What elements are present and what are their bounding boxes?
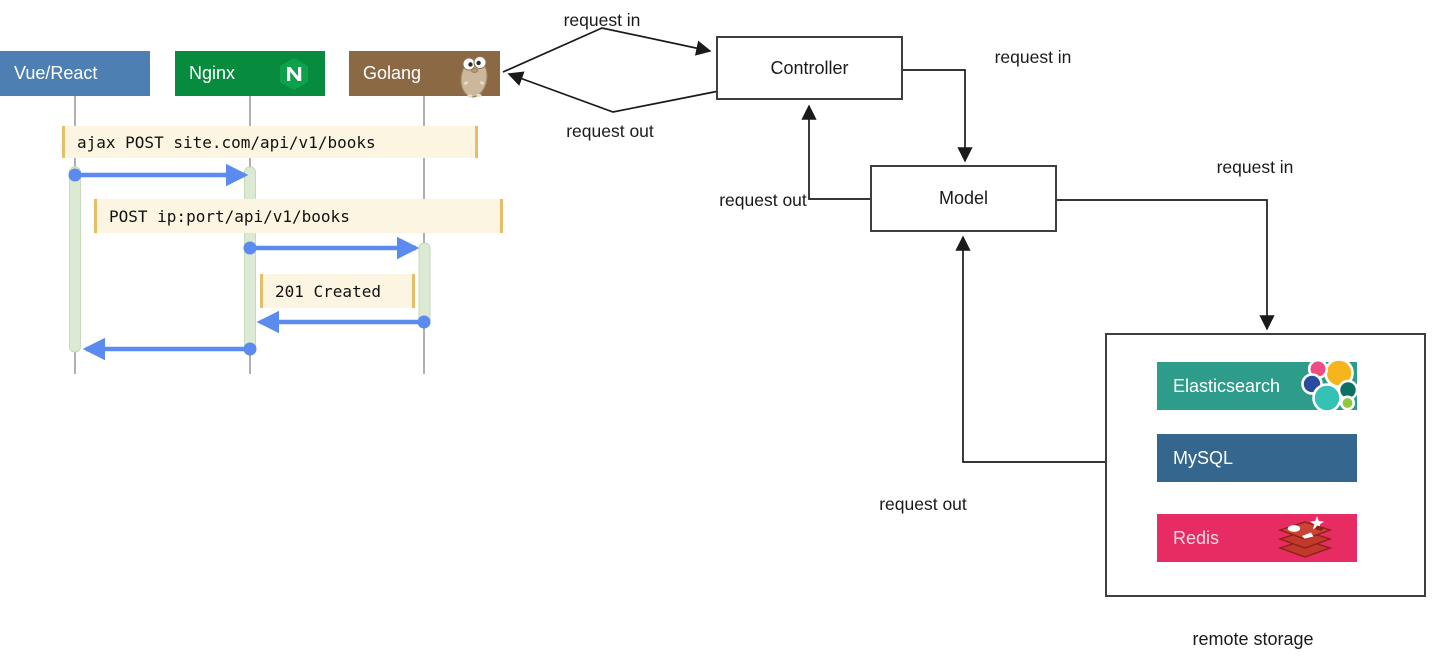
- nginx-logo-icon: [277, 57, 311, 96]
- arrow-controller-to-golang: [507, 71, 720, 113]
- badge-mysql: MySQL: [1157, 434, 1357, 482]
- activation-bar-nginx: [244, 166, 256, 353]
- message-note-ajax-post-text: ajax POST site.com/api/v1/books: [77, 132, 376, 152]
- label-request-in-controller-model: request in: [994, 47, 1072, 67]
- badge-mysql-label: MySQL: [1173, 447, 1234, 468]
- badge-redis-label: Redis: [1173, 527, 1220, 548]
- arrow-storage-to-model: [955, 235, 1105, 463]
- actor-golang: Golang: [349, 51, 500, 98]
- message-dot-return: [243, 342, 257, 356]
- badge-elasticsearch: Elasticsearch: [1157, 358, 1359, 413]
- message-dot-ajax-post: [68, 168, 82, 182]
- message-note-ajax-post: ajax POST site.com/api/v1/books: [62, 126, 478, 158]
- arrow-golang-to-controller: [502, 27, 712, 73]
- message-dot-post-ip: [243, 241, 257, 255]
- badge-elasticsearch-label: Elasticsearch: [1173, 375, 1281, 396]
- model-node-label: Model: [938, 188, 989, 208]
- remote-storage-panel: Elasticsearch MySQL Redis: [1105, 333, 1426, 597]
- elasticsearch-logo-icon: [1301, 356, 1361, 421]
- actor-golang-label: Golang: [363, 63, 422, 83]
- controller-node: Controller: [716, 36, 903, 100]
- activation-bar-vue-react: [69, 166, 81, 353]
- activation-bar-golang: [418, 242, 431, 328]
- remote-storage-caption: remote storage: [1192, 629, 1314, 649]
- message-note-post-ip: POST ip:port/api/v1/books: [94, 199, 503, 233]
- arrow-controller-to-model: [903, 69, 973, 163]
- badge-redis: Redis: [1157, 514, 1357, 562]
- actor-vue-react-label: Vue/React: [14, 63, 98, 83]
- model-node: Model: [870, 165, 1057, 232]
- message-note-post-ip-text: POST ip:port/api/v1/books: [109, 206, 350, 226]
- label-request-in-model-storage: request in: [1216, 157, 1294, 177]
- controller-node-label: Controller: [770, 57, 849, 78]
- gopher-icon: [452, 53, 494, 104]
- message-note-201-created-text: 201 Created: [275, 281, 381, 301]
- arrow-model-to-controller: [801, 104, 870, 200]
- actor-nginx: Nginx: [175, 51, 325, 96]
- label-request-in-golang-controller: request in: [563, 10, 641, 30]
- label-request-out-model-controller: request out: [719, 190, 807, 210]
- message-dot-201-created: [417, 315, 431, 329]
- label-request-out-controller-golang: request out: [566, 121, 654, 141]
- actor-nginx-label: Nginx: [189, 63, 236, 83]
- arrow-model-to-storage: [1057, 199, 1275, 331]
- redis-logo-icon: [1277, 512, 1333, 569]
- actor-vue-react: Vue/React: [0, 51, 150, 96]
- label-request-out-storage-model: request out: [879, 494, 967, 514]
- message-note-201-created: 201 Created: [260, 274, 415, 308]
